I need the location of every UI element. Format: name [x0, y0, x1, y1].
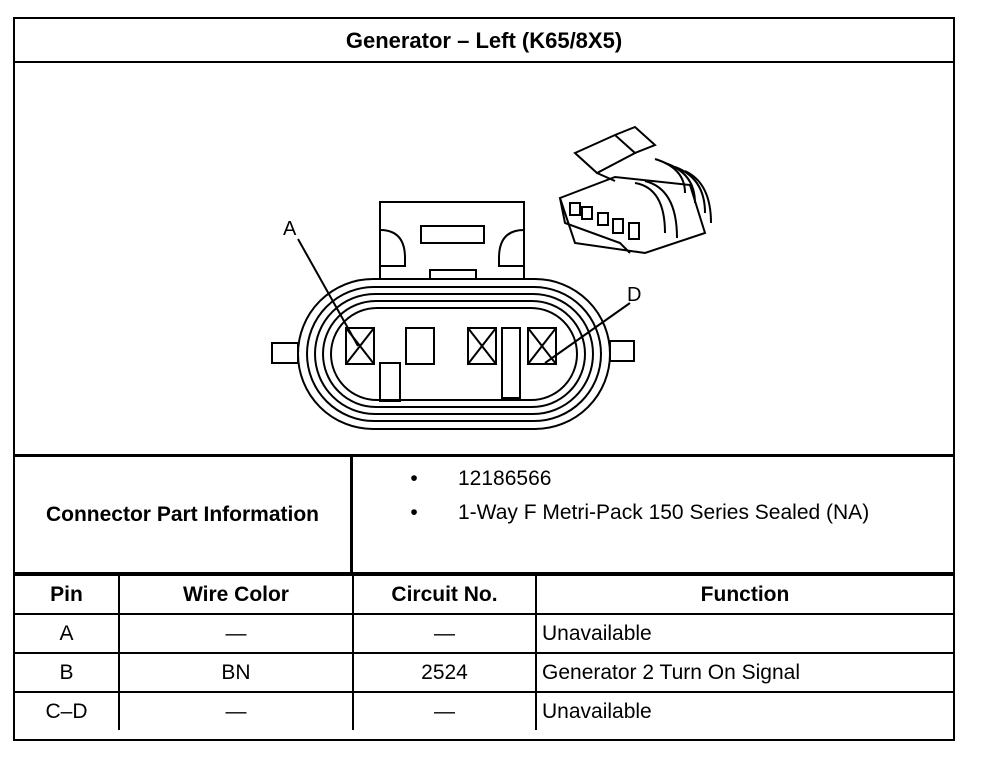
function-cell: Generator 2 Turn On Signal [535, 652, 953, 693]
function-cell: Unavailable [535, 691, 953, 730]
page-title: Generator – Left (K65/8X5) [15, 19, 953, 63]
wire-color-cell: — [118, 613, 354, 654]
wire-color-cell: BN [118, 652, 354, 693]
connector-perspective-sketch [558, 125, 712, 255]
pin-cell: C–D [15, 691, 120, 730]
part-number: 12186566 [458, 467, 552, 490]
pin-d-label: D [627, 284, 641, 306]
header-wire-color: Wire Color [118, 574, 354, 615]
wire-color-cell: — [118, 691, 354, 730]
circuit-cell: — [352, 691, 537, 730]
circuit-cell: 2524 [352, 652, 537, 693]
connector-info-list: • 12186566 • 1-Way F Metri-Pack 150 Seri… [353, 457, 953, 574]
pin-cell: B [15, 652, 120, 693]
connector-info-label-text: Connector Part Information [45, 502, 319, 526]
pin-a-label: A [283, 218, 297, 240]
header-pin: Pin [15, 574, 120, 615]
connector-diagram: A D [15, 63, 953, 457]
header-circuit-no: Circuit No. [352, 574, 537, 615]
table-row: C–D — — Unavailable [15, 691, 953, 730]
table-header-row: Pin Wire Color Circuit No. Function [15, 574, 953, 615]
pin-table: Pin Wire Color Circuit No. Function A — … [15, 574, 953, 730]
header-function: Function [535, 574, 953, 615]
connector-face-drawing: A D [271, 125, 712, 430]
bullet-icon: • [410, 467, 418, 490]
connector-sheet: Generator – Left (K65/8X5) [13, 17, 955, 741]
table-row: A — — Unavailable [15, 613, 953, 654]
circuit-cell: — [352, 613, 537, 654]
bullet-icon: • [410, 501, 418, 524]
function-cell: Unavailable [535, 613, 953, 654]
pin-cell: A [15, 613, 120, 654]
connector-info-label: Connector Part Information [15, 457, 353, 574]
connector-description: 1-Way F Metri-Pack 150 Series Sealed (NA… [458, 501, 870, 524]
table-row: B BN 2524 Generator 2 Turn On Signal [15, 652, 953, 693]
